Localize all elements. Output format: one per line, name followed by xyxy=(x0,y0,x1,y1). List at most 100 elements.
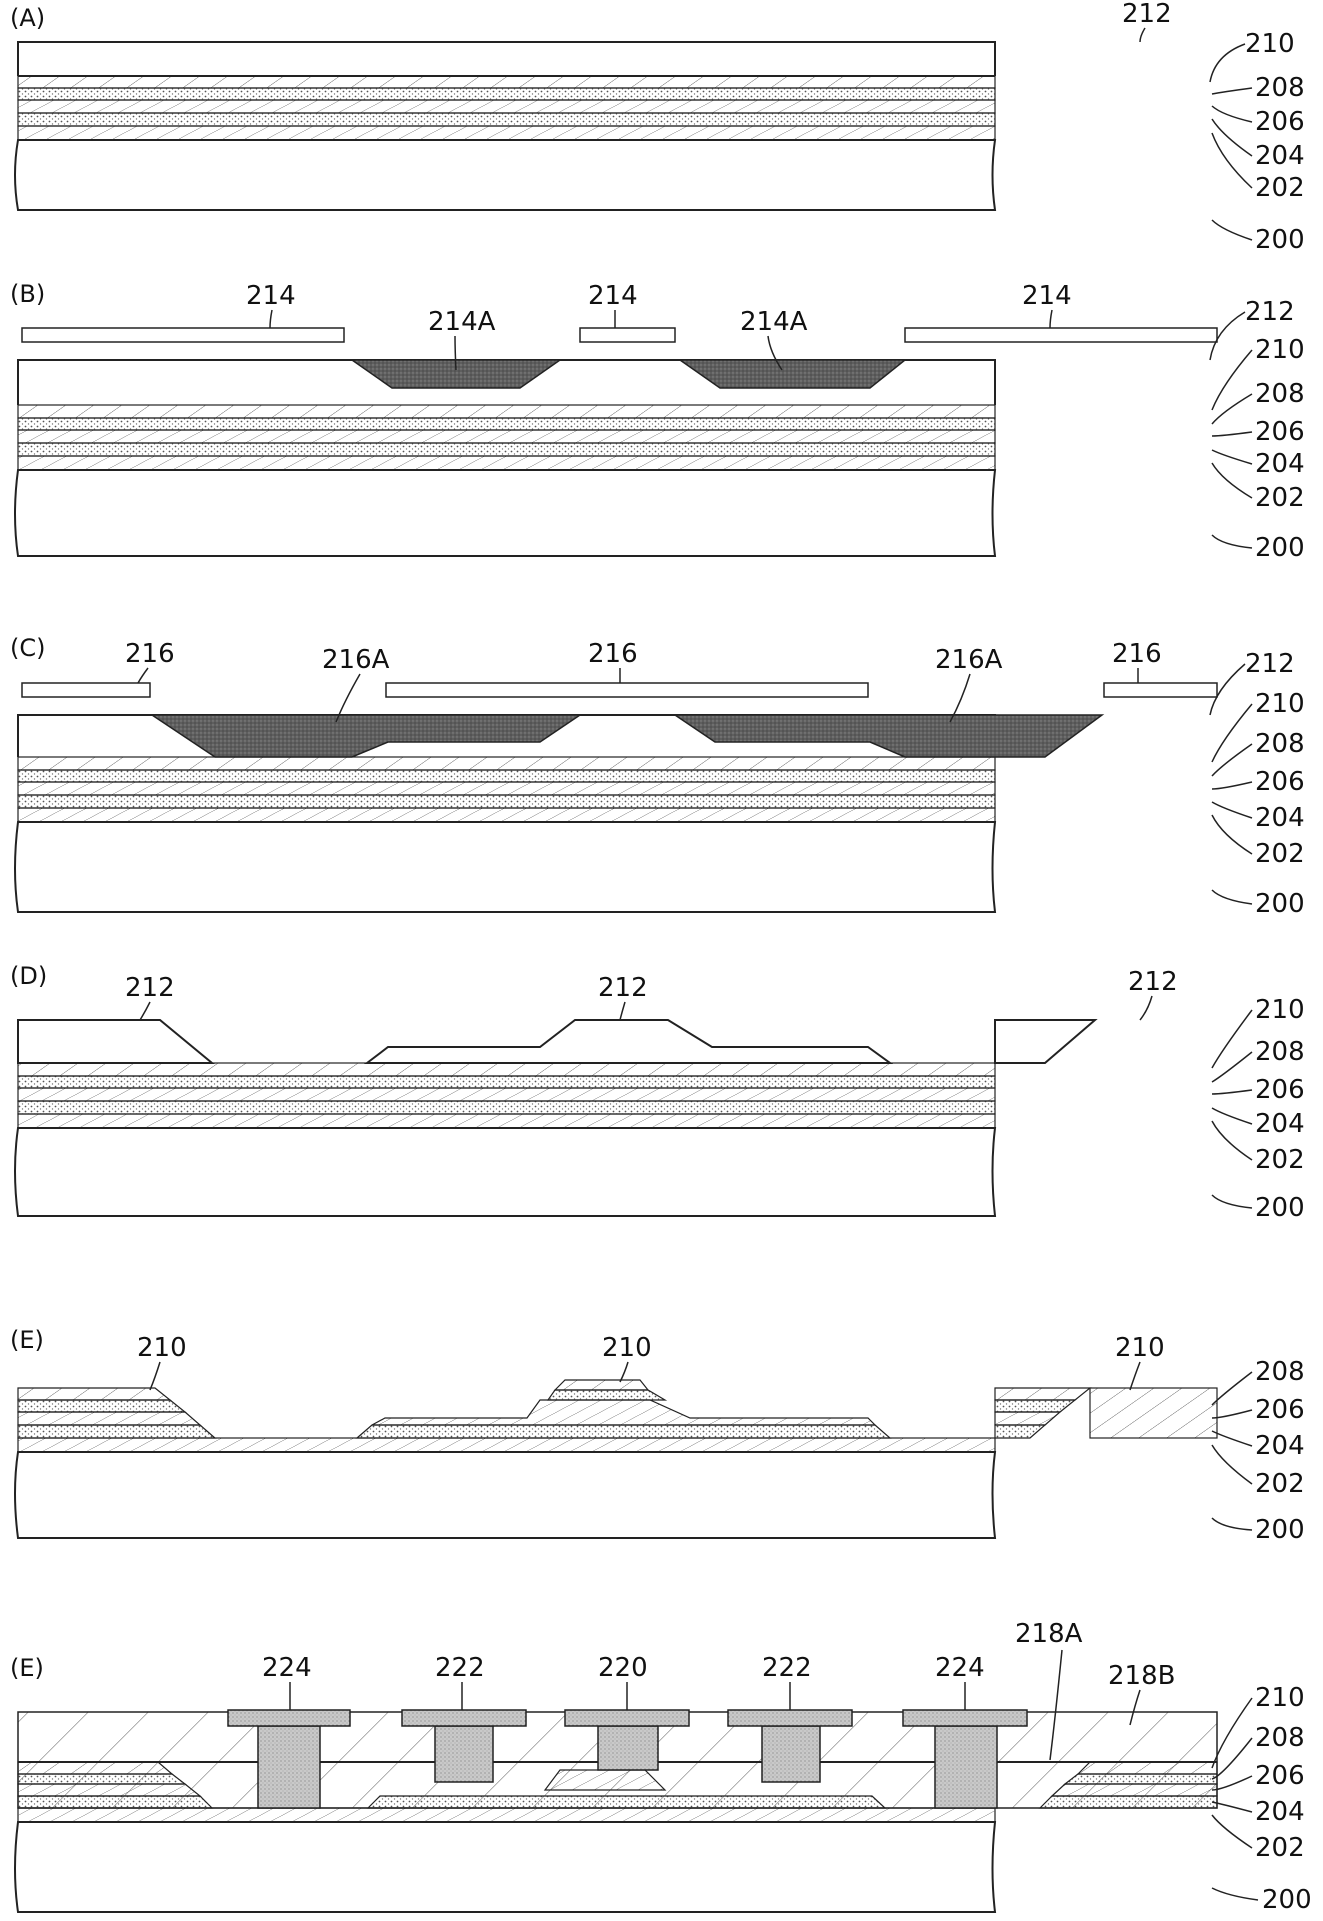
layer-label: 208 xyxy=(1255,729,1305,759)
layer-208 xyxy=(18,770,995,782)
layer-202 xyxy=(18,808,995,822)
layer-202 xyxy=(18,1808,995,1822)
layer-label: 200 xyxy=(1255,533,1305,563)
layer-label: 206 xyxy=(1255,767,1305,797)
stack-center-210 xyxy=(555,1380,648,1390)
stack-right-208 xyxy=(1065,1774,1217,1784)
layer-label: 206 xyxy=(1255,1761,1305,1791)
stack-left-204 xyxy=(18,1796,212,1808)
layer-206 xyxy=(18,430,995,443)
top-label: 212 xyxy=(125,973,175,1003)
layer-label: 206 xyxy=(1255,1075,1305,1105)
substrate-200 xyxy=(15,1822,995,1912)
stack-left-204 xyxy=(18,1425,215,1438)
layer-label: 200 xyxy=(1255,225,1305,255)
layer-204 xyxy=(18,113,995,126)
layer-202 xyxy=(18,126,995,140)
stack-right-204 xyxy=(995,1425,1045,1438)
layer-label: 200 xyxy=(1255,1193,1305,1223)
layer-label: 208 xyxy=(1255,73,1305,103)
stack-right-206 xyxy=(995,1412,1060,1425)
panel-label: (D) xyxy=(10,962,47,990)
layer-212-center xyxy=(367,1020,890,1063)
layer-202 xyxy=(18,456,995,470)
layer-210 xyxy=(18,757,995,770)
top-label: 214 xyxy=(246,281,296,311)
substrate-200 xyxy=(15,822,995,912)
stack-right-208 xyxy=(995,1400,1075,1412)
mask-214 xyxy=(905,328,1217,342)
substrate-200 xyxy=(15,1452,995,1538)
stack-left-210 xyxy=(18,1762,172,1774)
layer-label: 210 xyxy=(1255,1683,1305,1713)
mask-216 xyxy=(22,683,150,697)
layer-208 xyxy=(18,1076,995,1088)
layer-label: 202 xyxy=(1255,483,1305,513)
layer-label: 212 xyxy=(1245,297,1295,327)
layer-label: 210 xyxy=(1255,995,1305,1025)
layer-210 xyxy=(18,1063,995,1076)
panel-e-final: (E) xyxy=(10,1619,1312,1915)
layer-208 xyxy=(18,88,995,100)
top-label: 224 xyxy=(262,1653,312,1683)
stack-left-208 xyxy=(18,1400,185,1412)
layer-label: 204 xyxy=(1255,1797,1305,1827)
layer-212-right xyxy=(995,1020,1095,1063)
layer-204 xyxy=(18,443,995,456)
layer-label: 206 xyxy=(1255,1395,1305,1425)
layer-206 xyxy=(18,782,995,795)
panel-label: (A) xyxy=(10,4,45,32)
stack-center-204 xyxy=(368,1796,885,1808)
mask-216 xyxy=(386,683,868,697)
top-label: 210 xyxy=(1115,1333,1165,1363)
layer-label: 208 xyxy=(1255,1723,1305,1753)
top-label: 216A xyxy=(322,645,390,675)
stack-right-210 xyxy=(995,1388,1090,1400)
top-label: 214A xyxy=(428,307,496,337)
panel-b: (B) 214 214A 214 214A 214 212 210 208 20… xyxy=(10,280,1305,563)
top-label: 210 xyxy=(137,1333,187,1363)
layer-label: 204 xyxy=(1255,1109,1305,1139)
layer-label: 208 xyxy=(1255,379,1305,409)
layer-label: 210 xyxy=(1255,689,1305,719)
top-label: 212 xyxy=(1122,0,1172,29)
layer-label: 204 xyxy=(1255,803,1305,833)
top-label: 220 xyxy=(598,1653,648,1683)
panel-label: (E) xyxy=(10,1326,44,1354)
stack-right-block xyxy=(1090,1388,1217,1438)
layer-label: 210 xyxy=(1255,335,1305,365)
panel-a: (A) 212 210 208 206 204 202 200 xyxy=(10,0,1305,255)
top-label: 210 xyxy=(602,1333,652,1363)
layer-202 xyxy=(18,1114,995,1128)
substrate-200 xyxy=(15,140,995,210)
layer-204 xyxy=(18,1101,995,1114)
layer-210 xyxy=(18,405,995,418)
layer-label: 206 xyxy=(1255,107,1305,137)
panel-d: (D) 212 212 212 210 208 206 204 202 200 xyxy=(10,962,1305,1223)
stack-center-204 xyxy=(357,1425,890,1438)
layer-210 xyxy=(18,76,995,88)
panel-label: (E) xyxy=(10,1654,44,1682)
resist-region-216a xyxy=(675,715,1102,757)
layer-label: 202 xyxy=(1255,1145,1305,1175)
panel-label: (B) xyxy=(10,280,45,308)
stack-center-206 xyxy=(372,1400,875,1425)
layer-label: 206 xyxy=(1255,417,1305,447)
top-label: 216A xyxy=(935,645,1003,675)
layer-label: 204 xyxy=(1255,449,1305,479)
panel-label: (C) xyxy=(10,634,45,662)
layer-212-left xyxy=(18,1020,212,1063)
stack-left-206 xyxy=(18,1784,200,1796)
layer-label: 202 xyxy=(1255,839,1305,869)
stack-center-206 xyxy=(545,1770,665,1790)
stack-left-206 xyxy=(18,1412,200,1425)
layer-206 xyxy=(18,100,995,113)
layer-label: 200 xyxy=(1255,889,1305,919)
substrate-200 xyxy=(15,470,995,556)
top-label: 216 xyxy=(1112,639,1162,669)
top-label: 214A xyxy=(740,307,808,337)
stack-right-206 xyxy=(1052,1784,1217,1796)
layer-212 xyxy=(18,42,995,76)
layer-label: 202 xyxy=(1255,173,1305,203)
